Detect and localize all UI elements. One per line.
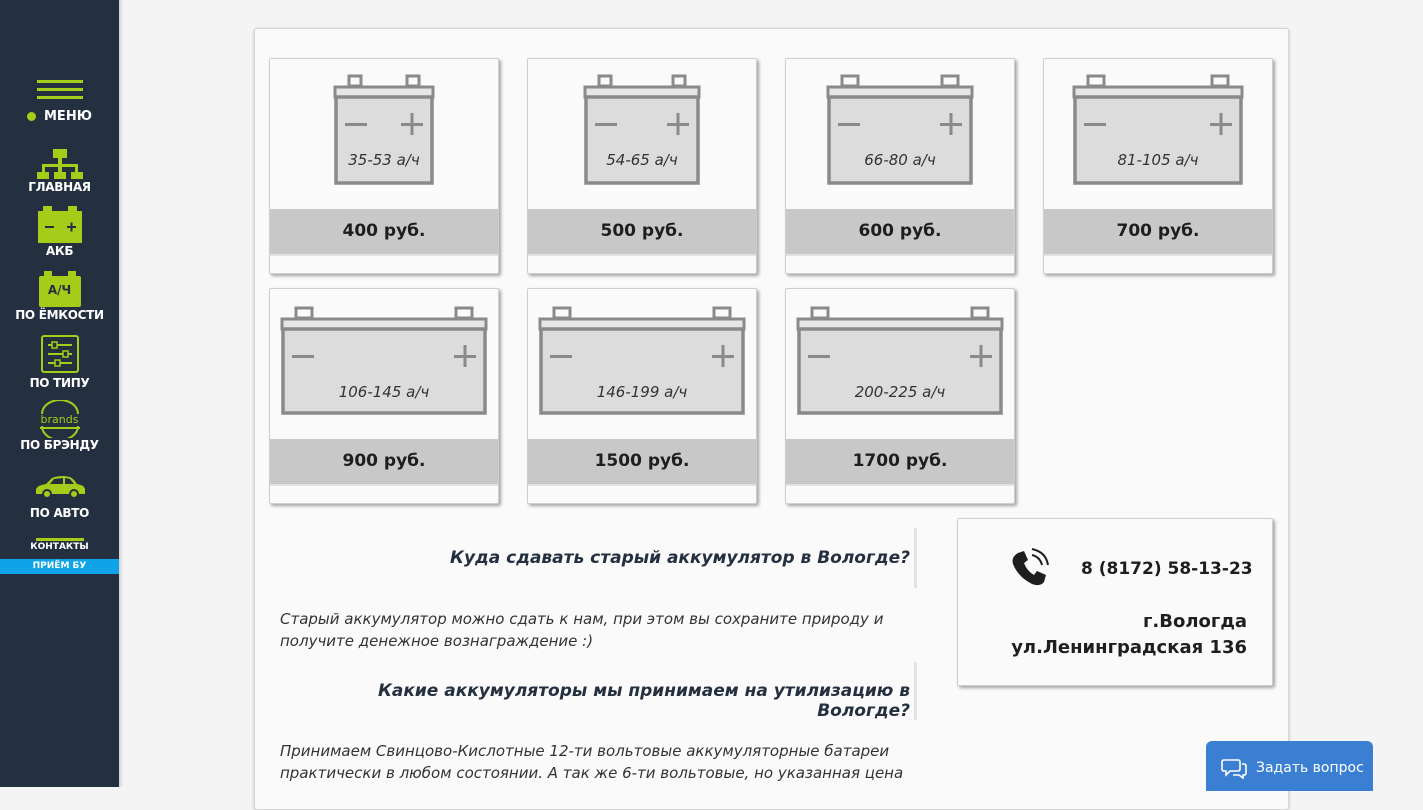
faq-question: Какие аккумуляторы мы принимаем на утили…: [377, 681, 910, 721]
battery-price: 1500 руб.: [528, 439, 756, 484]
price-underline: [528, 254, 756, 256]
battery-capacity: 66-80 а/ч: [864, 151, 936, 169]
phone-icon: [1012, 548, 1049, 586]
sidebar-shadow: [119, 0, 123, 787]
faq-divider: [914, 528, 917, 588]
battery-capacity: 106-145 а/ч: [338, 383, 430, 401]
battery-card[interactable]: 66-80 а/ч 600 руб.: [785, 58, 1015, 274]
faq-divider: [914, 662, 917, 720]
contact-city: г.Вологда: [1143, 611, 1247, 632]
sidebar-item-home[interactable]: ГЛАВНАЯ: [0, 148, 119, 194]
brands-icon-text: brands: [40, 413, 79, 426]
faq-answer-line: Принимаем Свинцово-Кислотные 12-ти вольт…: [280, 742, 890, 760]
sidebar-item-auto[interactable]: ПО АВТО: [0, 474, 119, 520]
sidebar-item-priem[interactable]: ПРИЁМ БУ: [0, 559, 119, 574]
contacts-divider: [36, 538, 84, 541]
price-underline: [270, 484, 498, 486]
brands-icon: [39, 400, 80, 438]
battery-capacity: 54-65 а/ч: [606, 151, 678, 169]
price-underline: [786, 484, 1014, 486]
sidebar-item-contacts[interactable]: КОНТАКТЫ: [30, 542, 89, 552]
contact-card: 8 (8172) 58-13-23 г.Вологда ул.Ленинград…: [957, 518, 1273, 686]
battery-price: 1700 руб.: [786, 439, 1014, 484]
battery-price: 900 руб.: [270, 439, 498, 484]
menu-toggle[interactable]: МЕНЮ: [0, 78, 119, 128]
battery-capacity: 35-53 а/ч: [348, 151, 420, 169]
contact-street: ул.Ленинградская 136: [1011, 637, 1247, 658]
battery-price: 600 руб.: [786, 209, 1014, 254]
amp-hour-icon-text: А/Ч: [47, 283, 72, 297]
sidebar-item-capacity[interactable]: А/Ч ПО ЁМКОСТИ: [0, 271, 119, 322]
price-underline: [786, 254, 1014, 256]
ask-question-button[interactable]: Задать вопрос: [1206, 741, 1373, 791]
faq-answer-line: получите денежное вознаграждение :): [280, 632, 594, 650]
menu-label: МЕНЮ: [44, 109, 92, 124]
battery-illustration-icon: [1072, 74, 1244, 185]
battery-illustration-icon: [583, 74, 701, 185]
price-underline: [528, 484, 756, 486]
sitemap-icon: [36, 149, 83, 179]
battery-illustration-icon: [826, 74, 974, 185]
menu-dot: [27, 112, 36, 121]
battery-illustration-icon: [538, 306, 746, 415]
battery-card[interactable]: 106-145 а/ч 900 руб.: [269, 288, 499, 504]
contact-phone[interactable]: 8 (8172) 58-13-23: [1081, 559, 1253, 579]
amp-hour-icon: [38, 271, 81, 307]
ask-question-label: Задать вопрос: [1256, 760, 1364, 776]
faq-question: Куда сдавать старый аккумулятор в Вологд…: [450, 548, 910, 568]
sidebar-item-label: АКБ: [45, 244, 74, 258]
menu-label-wrap: МЕНЮ: [27, 109, 92, 124]
car-icon: [35, 476, 85, 499]
battery-capacity: 200-225 а/ч: [854, 383, 946, 401]
battery-price: 500 руб.: [528, 209, 756, 254]
sidebar-item-label: ПО АВТО: [29, 506, 90, 520]
sidebar-item-type[interactable]: ПО ТИПУ: [0, 334, 119, 390]
sidebar: МЕНЮ ГЛАВНАЯ АКБ: [0, 0, 119, 787]
battery-price: 400 руб.: [270, 209, 498, 254]
battery-illustration-icon: [333, 74, 435, 185]
chat-bubbles-icon: [1221, 759, 1247, 779]
battery-card[interactable]: 81-105 а/ч 700 руб.: [1043, 58, 1273, 274]
battery-card[interactable]: 54-65 а/ч 500 руб.: [527, 58, 757, 274]
sidebar-item-label: ПО ТИПУ: [29, 376, 90, 390]
battery-capacity: 146-199 а/ч: [596, 383, 688, 401]
sidebar-item-label: ПО ЁМКОСТИ: [15, 308, 104, 322]
sliders-icon: [40, 335, 79, 373]
battery-capacity: 81-105 а/ч: [1117, 151, 1199, 169]
sidebar-item-brand[interactable]: brands ПО БРЭНДУ: [0, 400, 119, 452]
battery-card[interactable]: 35-53 а/ч 400 руб.: [269, 58, 499, 274]
faq-answer-line: практически в любом состоянии. А так же …: [280, 764, 904, 782]
sidebar-item-label: ПО БРЭНДУ: [20, 438, 99, 452]
battery-illustration-icon: [796, 306, 1004, 415]
battery-illustration-icon: [280, 306, 488, 415]
faq-answer-line: Старый аккумулятор можно сдать к нам, пр…: [280, 610, 884, 628]
battery-price: 700 руб.: [1044, 209, 1272, 254]
battery-card[interactable]: 200-225 а/ч 1700 руб.: [785, 288, 1015, 504]
faq-answer: Старый аккумулятор можно сдать к нам, пр…: [280, 608, 920, 652]
battery-icon: [37, 206, 82, 243]
price-underline: [270, 254, 498, 256]
battery-card[interactable]: 146-199 а/ч 1500 руб.: [527, 288, 757, 504]
faq-answer: Принимаем Свинцово-Кислотные 12-ти вольт…: [280, 740, 920, 784]
sidebar-item-label: ГЛАВНАЯ: [28, 180, 91, 194]
sidebar-item-akb[interactable]: АКБ: [0, 206, 119, 258]
hamburger-icon: [37, 80, 83, 99]
price-underline: [1044, 254, 1272, 256]
faq-block: Куда сдавать старый аккумулятор в Вологд…: [270, 528, 910, 788]
